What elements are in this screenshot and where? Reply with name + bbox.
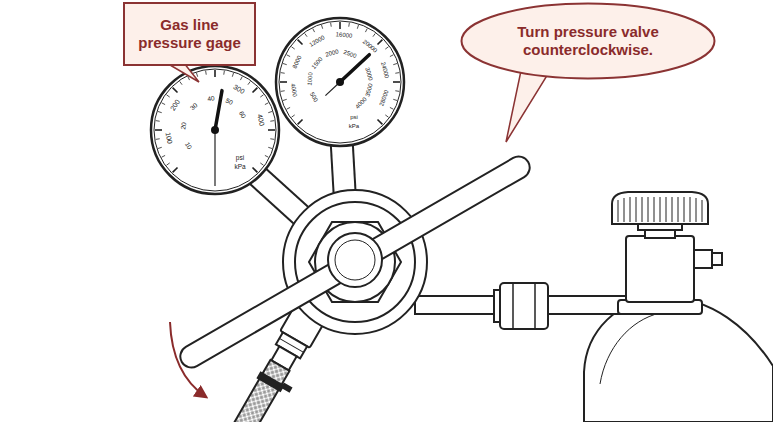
gauge-tick <box>158 111 162 112</box>
tank-pressure-gauge <box>276 18 404 146</box>
gauge-tick <box>305 33 307 36</box>
gauge-tick <box>393 99 397 100</box>
gauge-tick <box>357 25 358 29</box>
gauge-tick <box>260 163 263 165</box>
gauge-tick <box>166 163 169 165</box>
gauge-tick <box>280 81 287 83</box>
gauge-tick <box>156 138 160 140</box>
gauge-tick <box>265 155 269 157</box>
regulator-body <box>283 190 427 334</box>
gauge-tick <box>377 40 382 45</box>
gauge-tick <box>268 111 272 112</box>
gauge-tick <box>268 129 275 131</box>
gauge-tick <box>156 120 160 122</box>
gauge-tick <box>232 73 233 77</box>
callout-pointer <box>506 66 548 142</box>
gauge-tick <box>291 47 294 49</box>
gauge-tick <box>385 115 388 117</box>
gauge-tick <box>260 95 263 97</box>
gauge-tick <box>162 155 166 157</box>
gauge-tick <box>348 23 350 27</box>
speech-bubble-outline <box>462 4 715 79</box>
rotation-arrow <box>170 322 206 397</box>
gauge-tick <box>365 29 367 33</box>
gauge-tick <box>270 120 274 122</box>
gauge-tick <box>281 90 285 92</box>
gauge-scale-number: kPa <box>349 123 359 129</box>
gauge-tick <box>395 90 399 92</box>
callout-box: Gas line pressure gage <box>123 2 256 66</box>
gauge-scale-number: psi <box>236 155 244 162</box>
gauge-tick <box>313 29 315 33</box>
gauge-tick <box>155 129 162 131</box>
callout-text: Turn pressure valve counterclockwise. <box>496 23 680 59</box>
gauge-tick <box>265 103 269 105</box>
gauge-tick <box>291 115 294 117</box>
callout-text: Gas line pressure gage <box>133 16 246 52</box>
cylinder-valve <box>612 192 722 314</box>
gauge-tick <box>373 33 375 36</box>
gauge-tick <box>252 167 257 172</box>
gauge-tick <box>395 72 399 74</box>
gauge-tick <box>283 63 287 64</box>
gauge-tick <box>248 81 250 84</box>
gauge-tick <box>298 119 303 124</box>
gauge-tick <box>173 167 178 172</box>
gauge-tick <box>252 88 257 93</box>
gauge-tick <box>162 103 166 105</box>
gas-cylinder <box>584 297 773 422</box>
gauge-tick <box>196 73 197 77</box>
gauge-tick <box>330 23 332 27</box>
gauge-tick <box>270 138 274 140</box>
gauge-tick <box>287 55 291 57</box>
gauge-tick <box>390 107 394 109</box>
gauge-tick <box>240 77 242 81</box>
gauge-tick <box>393 81 400 83</box>
gauge-tick <box>339 22 341 29</box>
gauge-scale-number: 40 <box>207 96 215 103</box>
gauge-tick <box>173 88 178 93</box>
gauge-tick <box>268 147 272 148</box>
gauge-tick <box>385 47 388 49</box>
speech-bubble: Turn pressure valve counterclockwise. <box>460 2 716 80</box>
gauge-tick <box>393 63 397 64</box>
gauge-scale-number: kPa <box>234 164 245 171</box>
gauge-tick <box>158 147 162 148</box>
gauge-tick <box>298 40 303 45</box>
gauge-tick <box>283 99 287 100</box>
gauge-tick <box>390 55 394 57</box>
line-pressure-gauge <box>151 66 279 194</box>
gauge-tick <box>214 70 216 77</box>
gauge-scale-number: psi <box>350 114 358 120</box>
gauge-tick <box>166 95 169 97</box>
gauge-tick <box>223 71 225 75</box>
gauge-tick <box>377 119 382 124</box>
gauge-tick <box>281 72 285 74</box>
gauge-tick <box>321 25 322 29</box>
gauge-tick <box>205 71 207 75</box>
gauge-scale-number: 20 <box>181 122 188 130</box>
inlet-connector <box>415 283 635 329</box>
gauge-tick <box>287 107 291 109</box>
gauge-scale-number: 100 <box>164 132 173 145</box>
gauge-tick <box>180 81 182 84</box>
